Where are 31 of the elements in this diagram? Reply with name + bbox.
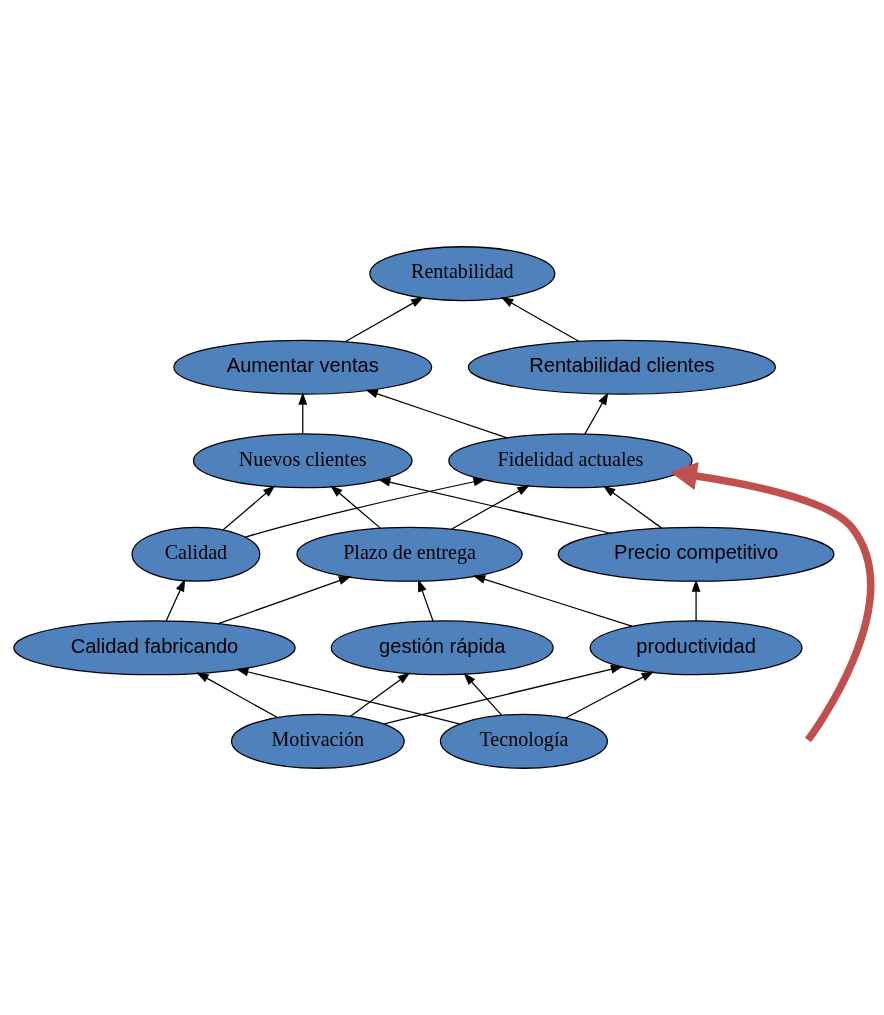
arrow [195,672,278,719]
arrow [164,579,185,622]
arrow [221,485,275,531]
node-ellipse: Motivación [230,713,405,769]
node-ellipse: Rentabilidad [368,246,555,302]
arrow [450,484,530,530]
node-ellipse: gestión rápida [330,620,554,676]
arrow [691,579,700,622]
arrow [382,665,623,725]
arrow [583,392,608,435]
arrow [244,477,486,538]
arrow [669,461,874,743]
arrow [349,672,410,717]
arrow [564,671,654,719]
arrow [235,667,460,725]
arrow [602,485,663,529]
node-ellipse: Tecnología [439,713,608,769]
node-ellipse: Rentabilidad clientes [467,339,776,395]
node-ellipse: Precio competitivo [557,526,835,582]
arrow [377,477,611,534]
arrow [417,579,434,622]
arrow [343,297,424,343]
arrow [364,389,508,439]
arrow [463,672,502,716]
arrow [216,576,351,625]
node-ellipse: Aumentar ventas [172,339,432,395]
node-ellipse: Calidad [130,526,260,582]
arrow [472,575,633,627]
arrow [329,485,381,529]
arrow [297,392,307,435]
arrow [500,296,580,343]
